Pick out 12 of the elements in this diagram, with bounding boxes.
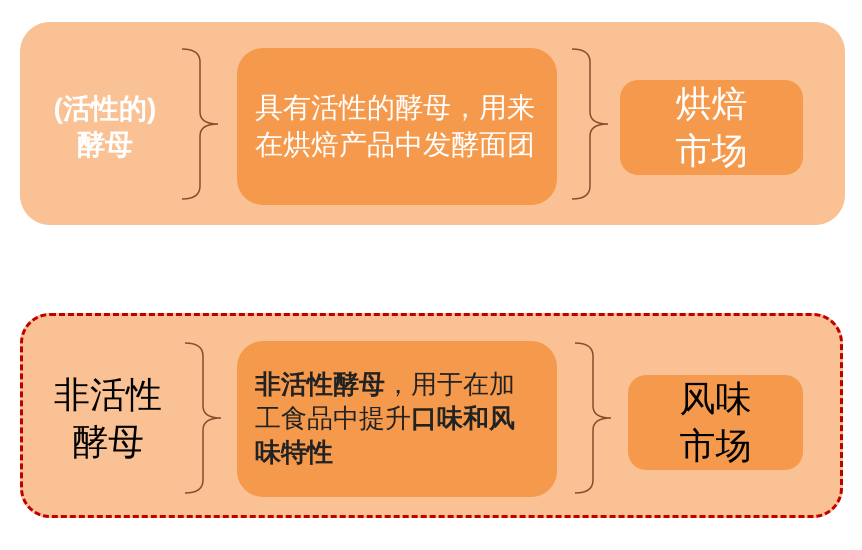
box-text: 非活性酵母，用于在加工食品中提升口味和风味特性 xyxy=(255,368,516,469)
category-label: 非活性酵母 xyxy=(53,372,163,464)
box-text: 具有活性的酵母，用来在烘焙产品中发酵面团 xyxy=(255,91,536,162)
group-band xyxy=(20,313,843,518)
category-label: (活性的)酵母 xyxy=(52,92,158,162)
market-box xyxy=(628,375,803,470)
box-text: 烘焙市场 xyxy=(674,82,748,172)
description-box xyxy=(237,341,557,497)
description-box xyxy=(237,48,557,205)
box-text: 风味市场 xyxy=(678,376,752,468)
group-band xyxy=(20,22,845,225)
market-box xyxy=(620,80,803,175)
